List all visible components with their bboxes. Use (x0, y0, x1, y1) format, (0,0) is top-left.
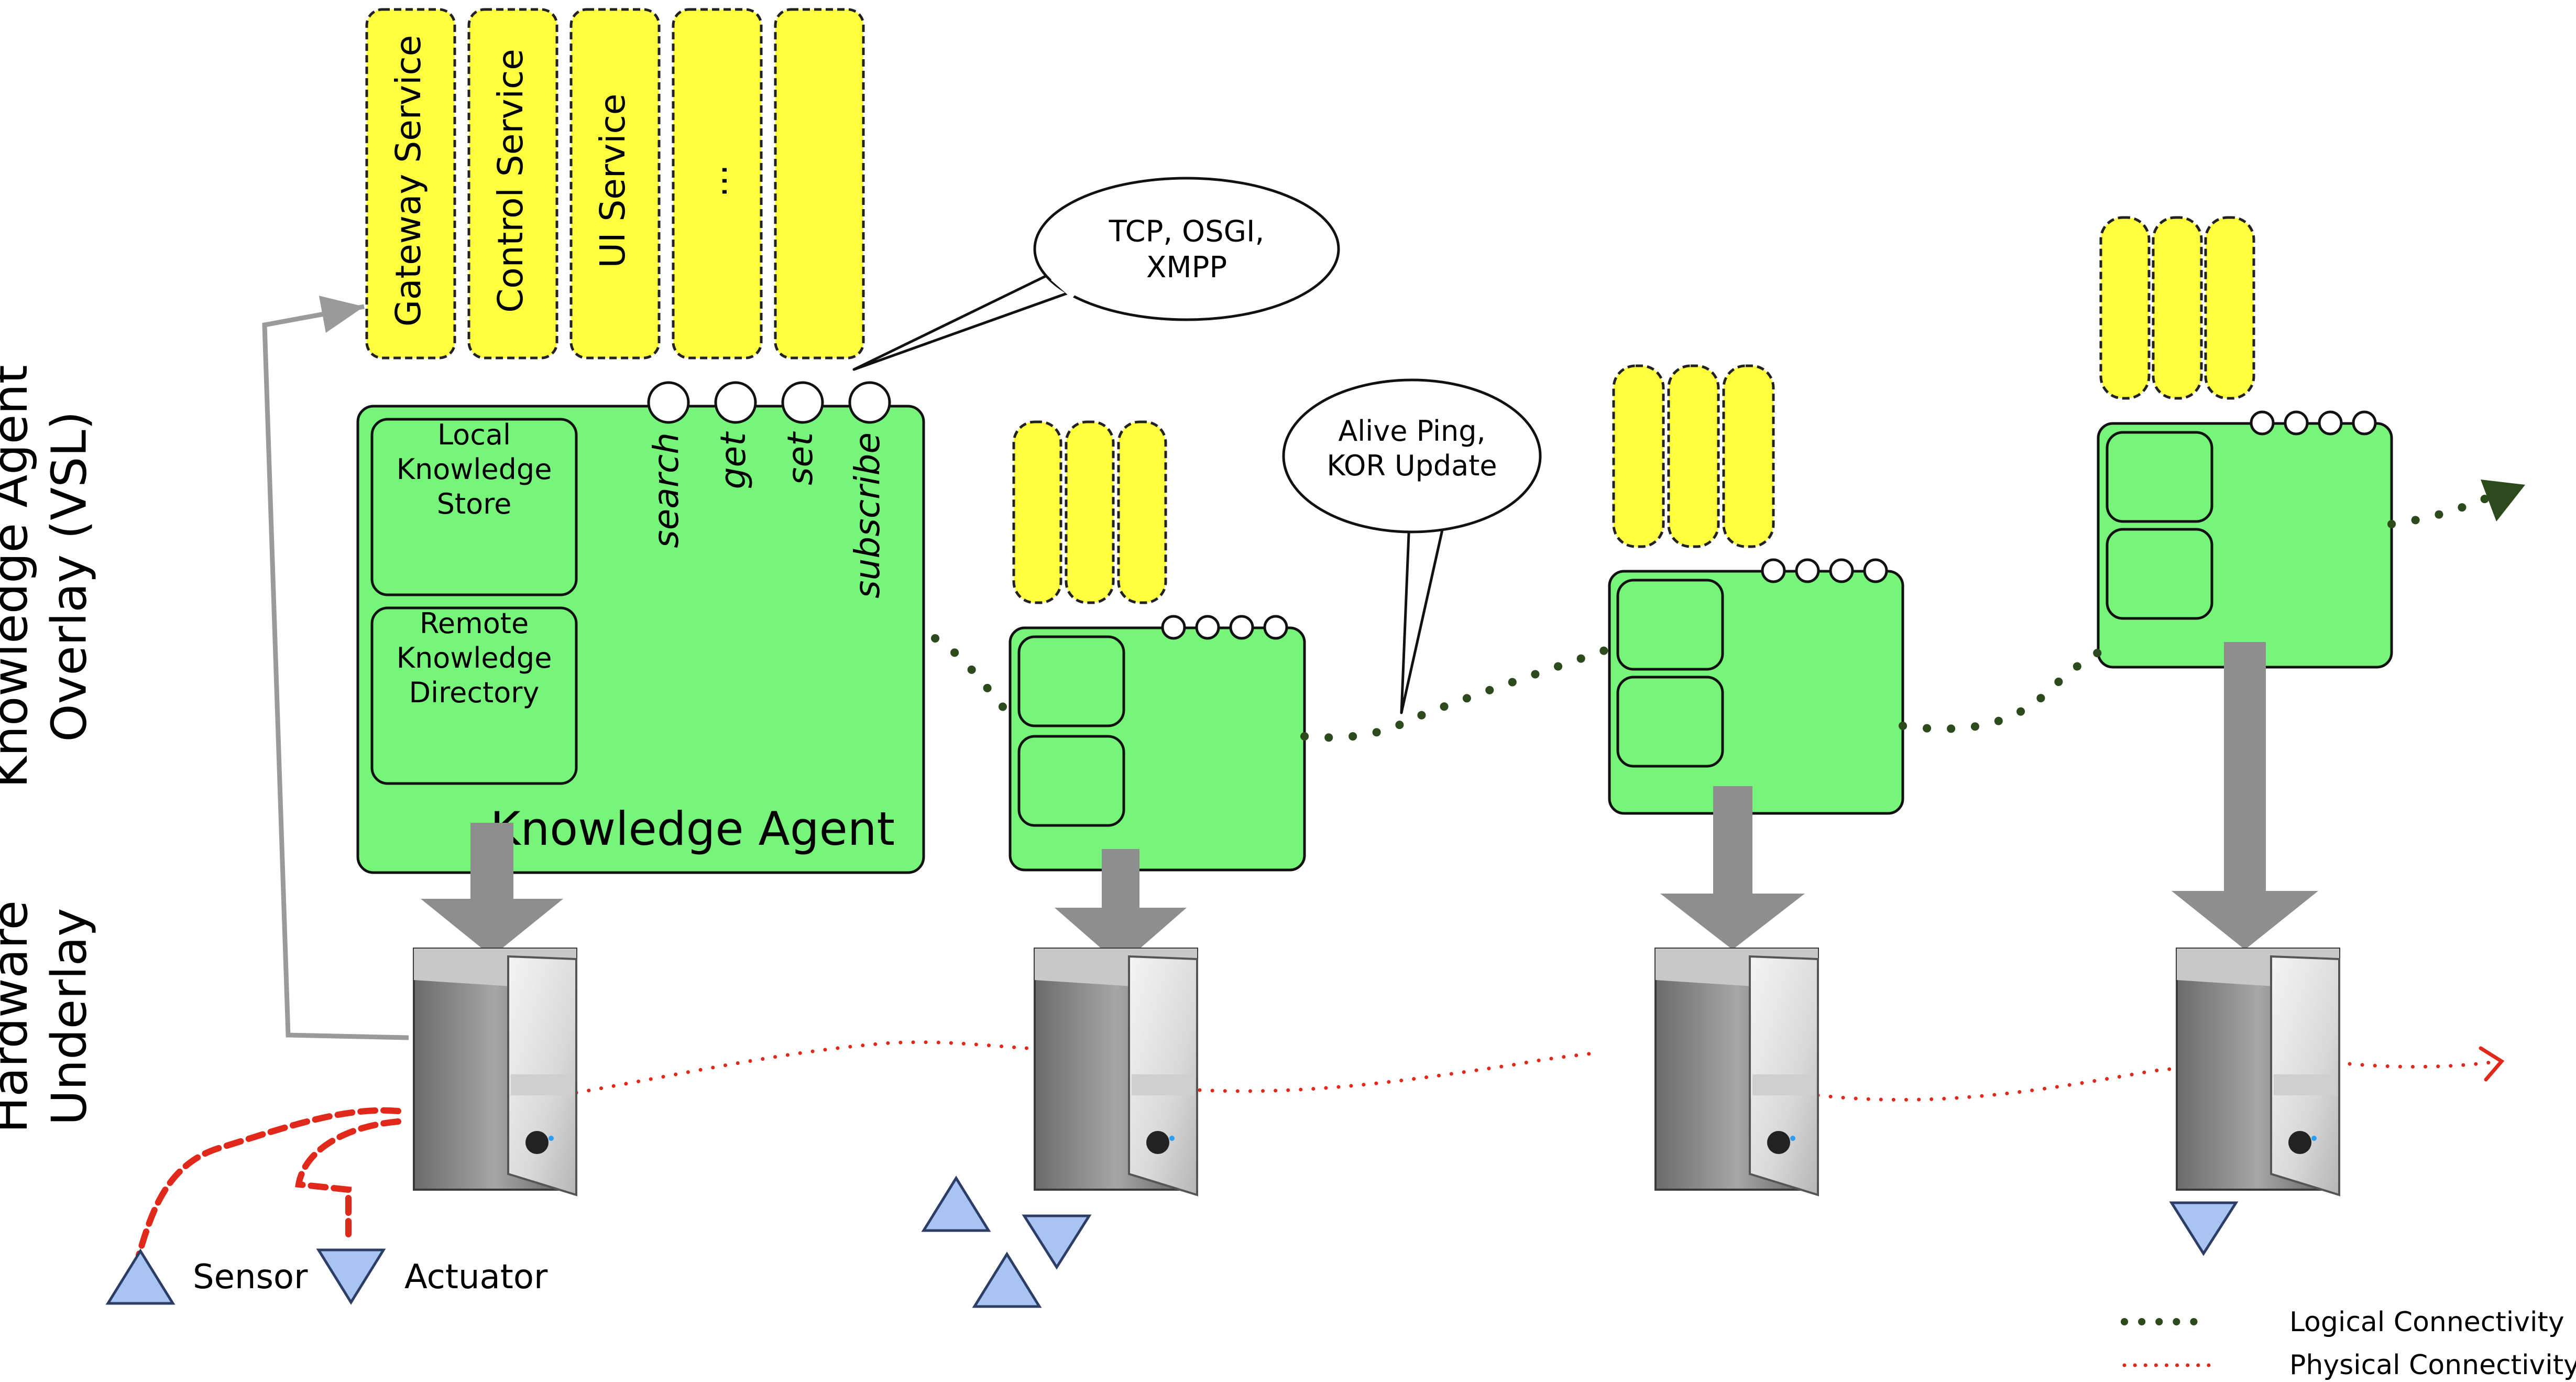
knowledge-agent-node-3 (1608, 364, 1904, 815)
actuator-label: Actuator (404, 1258, 548, 1297)
server-icon (413, 948, 577, 1196)
sensor-label: Sensor (193, 1258, 308, 1297)
knowledge-agent-node-4 (2097, 216, 2393, 669)
server-icon (2176, 948, 2340, 1196)
actuator-triangle (316, 1248, 386, 1305)
protocols-callout-text: TCP, OSGI,XMPP (1109, 214, 1265, 284)
sensor-actuator-wires (136, 1107, 401, 1258)
server-icon (1034, 948, 1198, 1196)
knowledge-agent-node-main (356, 381, 925, 874)
legend-logical-label: Logical Connectivity (2289, 1307, 2564, 1338)
node4-actuator-triangle (2169, 1201, 2239, 1256)
service-rect (365, 8, 865, 360)
service-label: UI Service (593, 94, 633, 268)
underlay-layer-label: HardwareUnderlay (0, 900, 97, 1133)
gateway-link-arrow (262, 296, 409, 1040)
interface-search: search (646, 432, 686, 548)
knowledge-agent-node-2 (1009, 420, 1306, 872)
physical-connectivity-links (574, 1040, 2501, 1102)
node2-devices (921, 1176, 1092, 1308)
interface-set: set (780, 431, 820, 485)
interface-subscribe: subscribe (847, 432, 887, 598)
service-label: Control Service (490, 49, 531, 312)
service-label: ... (695, 165, 735, 198)
ping-callout-text: Alive Ping,KOR Update (1327, 415, 1497, 482)
ping-callout (1282, 378, 1542, 714)
agent-to-hardware-arrow (421, 642, 2318, 965)
sensor-triangle (105, 1248, 176, 1305)
service-label: Gateway Service (388, 35, 429, 327)
logical-link-arrowhead (2481, 480, 2525, 521)
knowledge-agent-title: Knowledge Agent (490, 802, 895, 856)
logical-connectivity-links (931, 491, 2498, 742)
server-icon (1654, 948, 1819, 1196)
legend (2121, 1318, 2215, 1367)
interface-get: get (713, 431, 753, 489)
legend-physical-label: Physical Connectivity (2289, 1350, 2576, 1381)
overlay-layer-label: Knowledge AgentOverlay (VSL) (0, 365, 97, 788)
physical-link-arrowhead (2479, 1046, 2505, 1082)
protocols-callout (852, 177, 1340, 371)
